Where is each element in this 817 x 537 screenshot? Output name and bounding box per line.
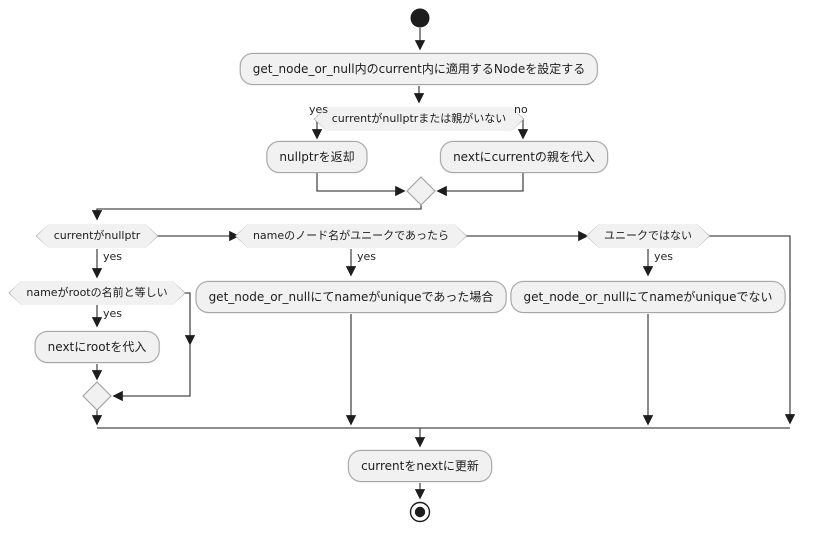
condition-name-equals-root-label: nameがrootの名前と等しい [9, 281, 184, 305]
condition-null-or-no-parent-label: currentがnullptrまたは親がいない [315, 107, 524, 131]
branch-label-name-unique-yes: yes [357, 250, 377, 263]
edge-assignparent-merge1 [436, 173, 524, 197]
condition-name-unique: nameのノード名がユニークであったら [235, 223, 467, 249]
merge-diamond-top [406, 176, 436, 206]
activity-case-unique: get_node_or_nullにてnameがuniqueであった場合 [195, 281, 507, 313]
branch-label-not-unique-yes: yes [654, 250, 674, 263]
activity-set-node: get_node_or_null内のcurrent内に適用するNodeを設定する [239, 53, 599, 85]
edge-returnnullptr-merge1 [316, 173, 406, 197]
condition-not-unique: ユニークではない [586, 223, 710, 249]
end-node-ring-icon [409, 501, 431, 523]
condition-current-nullptr: currentがnullptr [36, 223, 159, 249]
end-node-dot-icon [414, 506, 426, 518]
merge-diamond-left [82, 381, 112, 411]
start-node-icon [410, 8, 430, 28]
activity-case-not-unique: get_node_or_nullにてnameがuniqueでない [510, 281, 786, 313]
condition-current-nullptr-label: currentがnullptr [37, 224, 158, 248]
condition-null-or-no-parent: currentがnullptrまたは親がいない [314, 106, 525, 132]
condition-name-equals-root: nameがrootの名前と等しい [8, 280, 185, 306]
branch-label-current-nullptr-yes: yes [103, 250, 123, 263]
branch-label-name-equals-root-yes: yes [103, 307, 123, 320]
branch-label-cond1-no: no [514, 103, 528, 116]
activity-update-current: currentをnextに更新 [348, 450, 492, 482]
edge-condnotunique-rail [648, 235, 796, 425]
activity-return-nullptr: nullptrを返却 [266, 141, 368, 173]
condition-not-unique-label: ユニークではない [587, 224, 709, 248]
condition-name-unique-label: nameのノード名がユニークであったら [236, 224, 466, 248]
activity-assign-root: nextにrootを代入 [34, 331, 160, 363]
branch-label-cond1-yes: yes [308, 103, 328, 116]
activity-assign-parent: nextにcurrentの親を代入 [440, 141, 608, 173]
edge-merge1-condnull [91, 205, 422, 221]
